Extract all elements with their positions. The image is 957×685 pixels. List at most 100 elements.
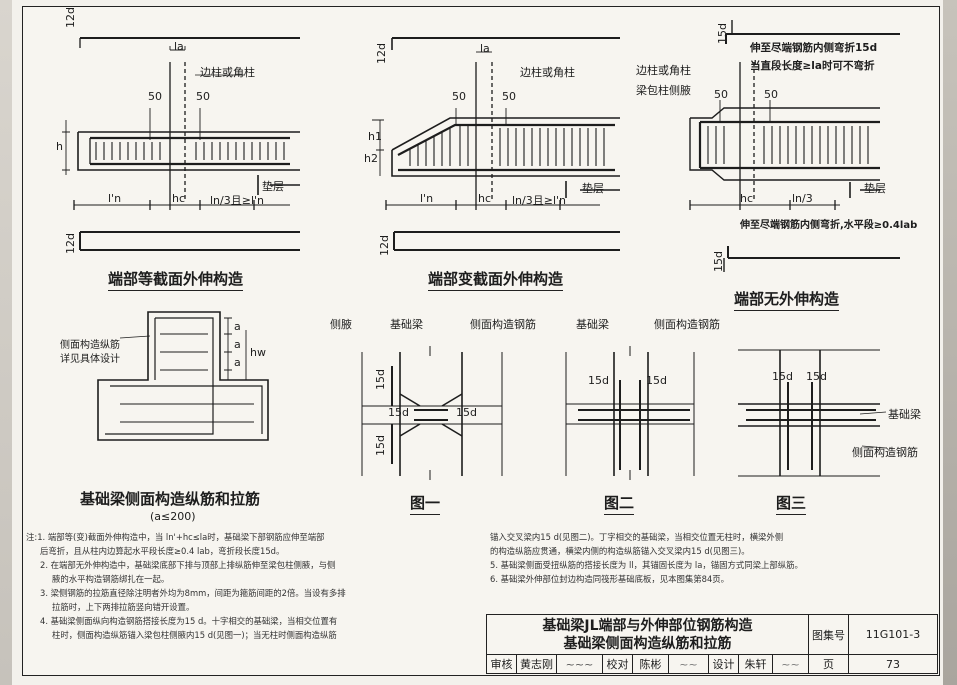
title-line-2: 基础梁侧面构造纵筋和拉筋 — [563, 635, 732, 652]
notes-right: 锚入交叉梁内15 d(见图二)。丁字相交的基础梁，当相交位置无柱时，横梁外侧 的… — [490, 530, 930, 586]
fig3-15d-a: 15d — [772, 370, 793, 383]
section-linework — [97, 311, 269, 441]
v3-15d-bottom-label: 15d — [712, 251, 725, 272]
v2-12d-bottom-label: 12d — [378, 235, 391, 256]
section-a-3: a — [234, 356, 241, 369]
note-line: 4. 基础梁侧面纵向构造钢筋搭接长度为15 d。十字相交的基础梁，当相交位置有 — [40, 616, 338, 626]
atlas-label: 图集号 — [809, 615, 849, 655]
v1-spacing-50-left: 50 — [148, 90, 162, 103]
fig1-haunch-label: 侧腋 — [330, 318, 352, 331]
fig3-15d-b: 15d — [806, 370, 827, 383]
v1-side-column-label: 边柱或角柱 — [200, 66, 255, 79]
v2-h2-label: h2 — [364, 152, 378, 165]
title-block: 基础梁JL端部与外伸部位钢筋构造 基础梁侧面构造纵筋和拉筋 图集号 11G101… — [486, 614, 938, 674]
note-line: 拉筋时，上下两排拉筋竖向错开设置。 — [52, 602, 195, 612]
fig1-15d-b: 15d — [374, 435, 387, 456]
v1-la-label: la — [174, 40, 184, 53]
v1-title: 端部等截面外伸构造 — [108, 268, 244, 291]
section-a-2: a — [234, 338, 241, 351]
view1-linework — [62, 37, 300, 251]
note-line: 5. 基础梁侧面受扭纵筋的搭接长度为 ll，其锚固长度为 la，锚固方式同梁上部… — [490, 560, 803, 570]
scan-right-edge — [943, 0, 957, 685]
designer-signature: ~~ — [773, 655, 809, 673]
note-line: 柱时，侧面构造纵筋锚入梁包柱侧腋内15 d(见图一)；当无柱时侧面构造纵筋 — [52, 630, 337, 640]
page-label: 页 — [809, 655, 849, 673]
design-label: 设计 — [709, 655, 739, 673]
section-note-line1: 侧面构造纵筋 — [60, 340, 120, 351]
title-line-1: 基础梁JL端部与外伸部位钢筋构造 — [542, 617, 753, 634]
v3-15d-label: 15d — [716, 23, 729, 44]
v3-note-top-2: 当直段长度≥la时可不弯折 — [750, 60, 875, 72]
v3-title: 端部无外伸构造 — [734, 288, 840, 311]
note-line: 腋的水平构造钢筋绑扎在一起。 — [52, 574, 170, 584]
v1-12d-bottom-label: 12d — [64, 233, 77, 254]
check-label: 校对 — [603, 655, 633, 673]
note-line: 注:1. 端部等(变)截面外伸构造中，当 ln'+hc≤la时，基础梁下部钢筋应… — [26, 532, 325, 542]
checker-signature: ~~ — [669, 655, 709, 673]
v2-title: 端部变截面外伸构造 — [428, 268, 564, 291]
review-label: 审核 — [487, 655, 517, 673]
v3-note-top-1: 伸至尽端钢筋内侧弯折15d — [750, 42, 878, 54]
view3-linework — [689, 20, 900, 272]
fig2-side-bar-label: 侧面构造钢筋 — [654, 318, 720, 331]
section-title: 基础梁侧面构造纵筋和拉筋 — [80, 490, 261, 508]
v2-ln-label: l'n — [420, 192, 434, 205]
note-line: 后弯折，且从柱内边算起水平段长度≥0.4 lab，弯折段长度15d。 — [40, 546, 285, 556]
v2-h1-label: h1 — [368, 130, 382, 143]
v2-la-label: la — [480, 42, 490, 55]
fig2-15d-a: 15d — [588, 374, 609, 387]
note-line: 6. 基础梁外伸部位封边构造同筏形基础底板，见本图集第84页。 — [490, 574, 730, 584]
fig1-15d-a: 15d — [374, 369, 387, 390]
atlas-number: 11G101-3 — [849, 615, 937, 655]
reviewer-signature: ~~~ — [557, 655, 603, 673]
fig1-15d-d: 15d — [456, 406, 477, 419]
v3-spacing-50-right: 50 — [764, 88, 778, 101]
fig3-title: 图三 — [776, 492, 807, 515]
fig1-15d-c: 15d — [388, 406, 409, 419]
designer-name: 朱轩 — [739, 655, 773, 673]
fig1-beam-label: 基础梁 — [390, 318, 423, 331]
note-line: 锚入交叉梁内15 d(见图二)。丁字相交的基础梁，当相交位置无柱时，横梁外侧 — [490, 532, 784, 542]
v3-spacing-50-left: 50 — [714, 88, 728, 101]
v1-spacing-50-right: 50 — [196, 90, 210, 103]
v3-hc-label: hc — [740, 192, 754, 205]
v1-h-label: h — [56, 140, 63, 153]
v2-length-rule-label: ln/3且≥l'n — [512, 194, 567, 207]
fig3-beam-label: 基础梁 — [888, 408, 921, 421]
view2-linework — [372, 37, 620, 251]
section-hw-label: hw — [250, 346, 266, 359]
fig2-15d-b: 15d — [646, 374, 667, 387]
fig3-linework — [738, 349, 887, 477]
fig2-linework — [565, 346, 695, 480]
fig2-title: 图二 — [604, 492, 635, 515]
title-block-title: 基础梁JL端部与外伸部位钢筋构造 基础梁侧面构造纵筋和拉筋 — [487, 615, 809, 655]
v3-note-bottom: 伸至尽端钢筋内侧弯折,水平段≥0.4lab — [740, 220, 918, 231]
v1-12d-label: 12d — [64, 7, 77, 28]
notes-left: 注:1. 端部等(变)截面外伸构造中，当 ln'+hc≤la时，基础梁下部钢筋应… — [26, 530, 476, 642]
checker-name: 陈彬 — [633, 655, 669, 673]
v2-side-column-label: 边柱或角柱 — [520, 66, 575, 79]
fig3-side-bar-label: 侧面构造钢筋 — [852, 446, 918, 459]
fig1-side-bar-label: 侧面构造钢筋 — [470, 318, 536, 331]
v2-cushion-label: 垫层 — [582, 182, 604, 195]
v2-hc-label: hc — [478, 192, 492, 205]
scan-left-edge — [0, 0, 12, 685]
page-number: 73 — [886, 657, 900, 671]
reviewer-name: 黄志刚 — [517, 655, 557, 673]
fig1-linework — [361, 346, 503, 480]
v3-haunch-label: 梁包柱侧腋 — [636, 84, 691, 97]
v2-12d-label: 12d — [375, 43, 388, 64]
section-a-1: a — [234, 320, 241, 333]
note-line: 2. 在端部无外伸构造中，基础梁底部下排与顶部上排纵筋伸至梁包柱侧腋，与侧 — [40, 560, 336, 570]
v1-ln-label: l'n — [108, 192, 122, 205]
fig1-title: 图一 — [410, 492, 441, 515]
note-line: 的构造纵筋应贯通，横梁内侧的构造纵筋锚入交叉梁内15 d(见图三)。 — [490, 546, 750, 556]
v1-hc-label: hc — [172, 192, 186, 205]
v1-length-rule-label: ln/3且≥l'n — [210, 194, 265, 207]
v1-cushion-label: 垫层 — [262, 180, 284, 193]
v2-spacing-50-left: 50 — [452, 90, 466, 103]
v3-side-column-label: 边柱或角柱 — [636, 64, 691, 77]
section-subtitle: (a≤200) — [150, 510, 196, 523]
v3-length-rule-label: ln/3 — [792, 192, 813, 205]
